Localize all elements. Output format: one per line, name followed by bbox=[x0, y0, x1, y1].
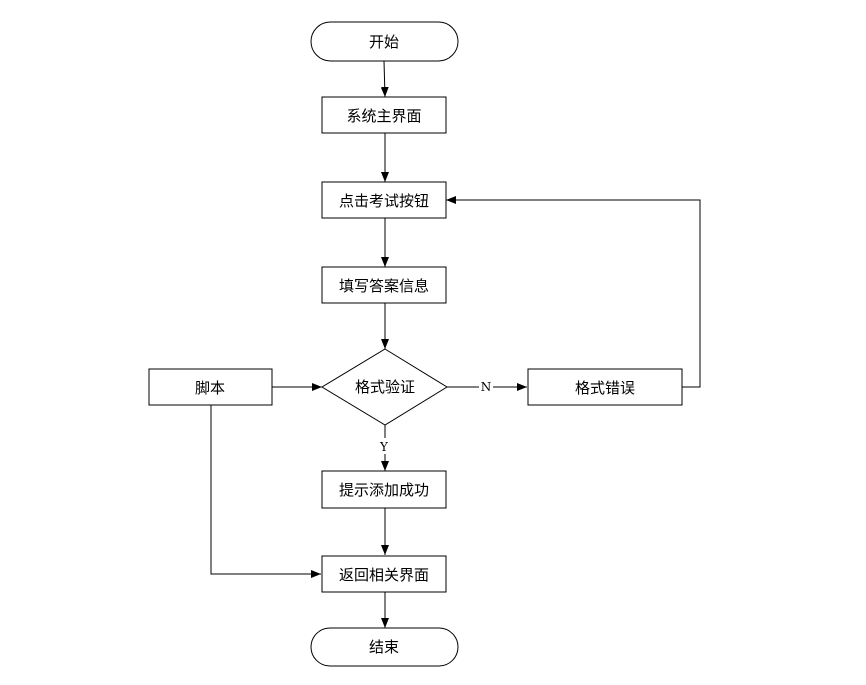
node-main-screen-label: 系统主界面 bbox=[346, 107, 421, 125]
node-format-check-label: 格式验证 bbox=[355, 378, 415, 396]
node-script: 脚本 bbox=[148, 368, 273, 406]
node-click-exam: 点击考试按钮 bbox=[321, 181, 447, 219]
node-start-label: 开始 bbox=[369, 33, 399, 51]
node-fill-answers: 填写答案信息 bbox=[321, 266, 447, 304]
node-end-label: 结束 bbox=[369, 638, 399, 656]
edge-label-no: N bbox=[481, 380, 492, 394]
arrow-script-to-return-screen bbox=[210, 405, 321, 578]
node-script-label: 脚本 bbox=[195, 379, 225, 397]
node-add-success: 提示添加成功 bbox=[321, 470, 447, 509]
node-add-success-label: 提示添加成功 bbox=[339, 481, 429, 499]
node-fill-answers-label: 填写答案信息 bbox=[339, 277, 429, 295]
node-return-screen-label: 返回相关界面 bbox=[339, 566, 429, 584]
node-format-error-label: 格式错误 bbox=[575, 379, 635, 397]
node-main-screen: 系统主界面 bbox=[321, 96, 447, 134]
edge-labels: N Y bbox=[377, 378, 493, 454]
node-format-error: 格式错误 bbox=[527, 368, 683, 406]
node-end: 结束 bbox=[310, 627, 459, 667]
arrow-start-to-main-screen bbox=[380, 60, 389, 98]
node-click-exam-label: 点击考试按钮 bbox=[339, 192, 429, 210]
connectors bbox=[210, 60, 701, 628]
node-format-check: 格式验证 bbox=[321, 348, 448, 426]
arrow-format-error-to-click-exam bbox=[446, 196, 701, 388]
edge-label-yes: Y bbox=[379, 440, 389, 454]
node-start: 开始 bbox=[310, 21, 459, 62]
node-return-screen: 返回相关界面 bbox=[321, 555, 447, 593]
